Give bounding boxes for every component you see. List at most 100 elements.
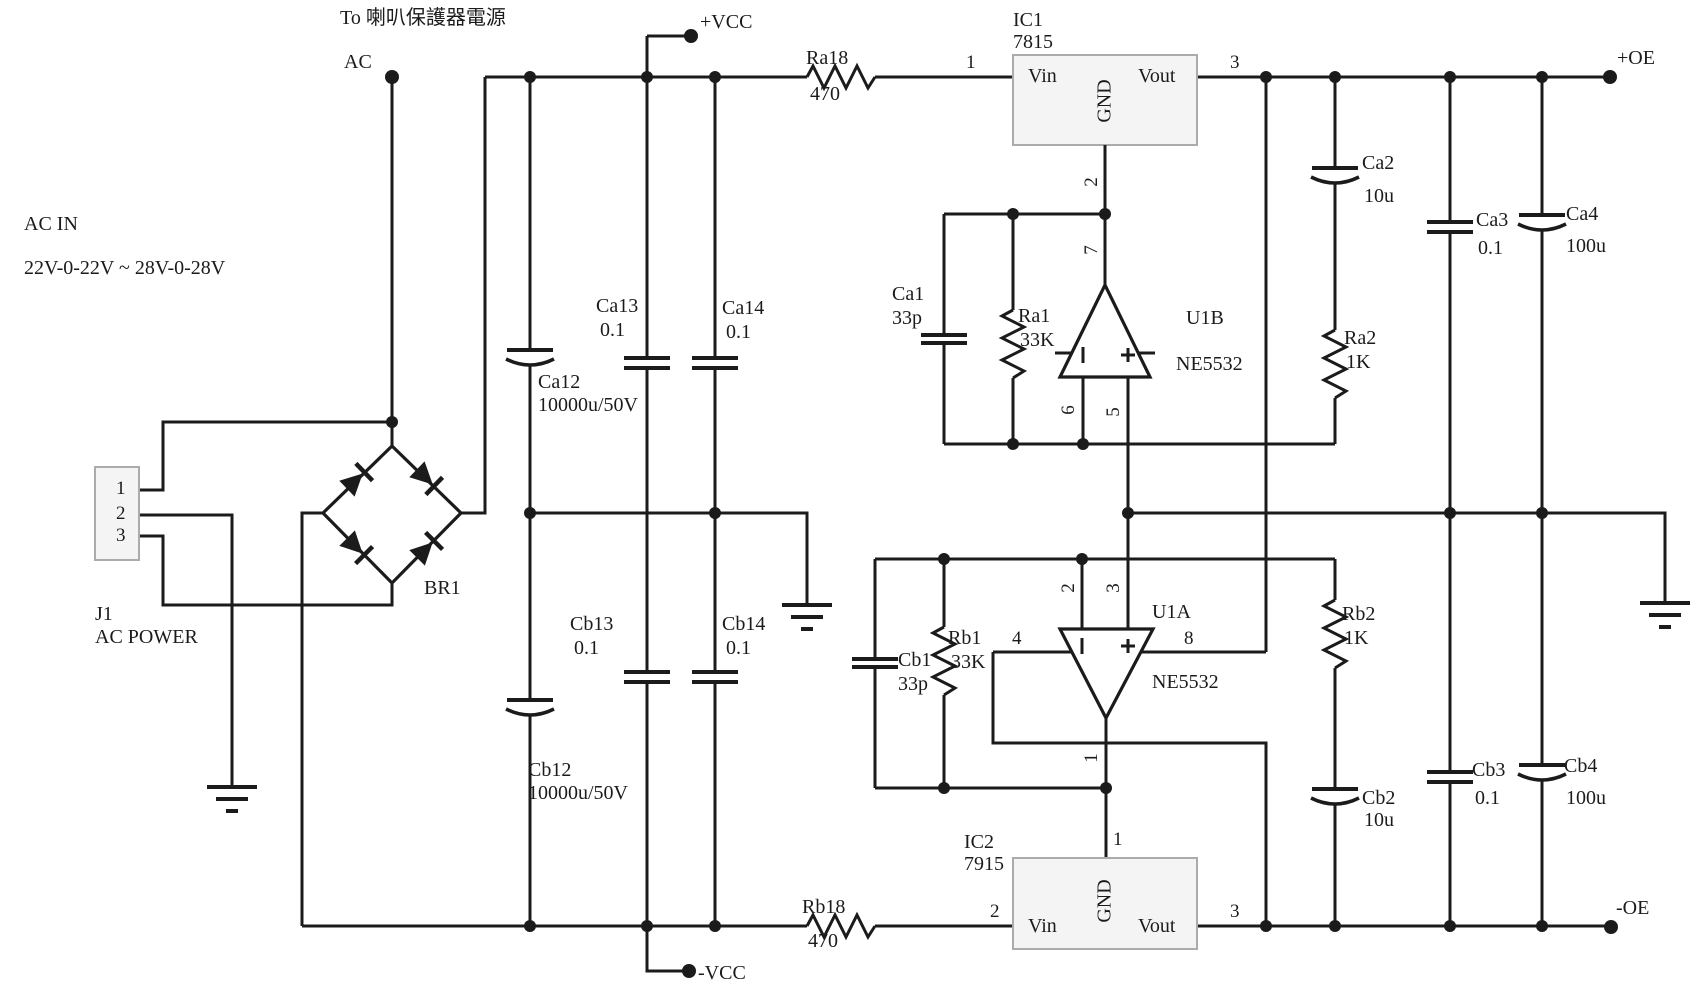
label-u1b-pin6: 6 xyxy=(1058,405,1080,415)
label-u1b-pin7: 7 xyxy=(1081,245,1103,255)
label-rb2-ref: Rb2 xyxy=(1342,603,1376,625)
label-ra1-ref: Ra1 xyxy=(1018,305,1051,327)
label-cb2-val: 10u xyxy=(1364,809,1394,831)
label-ic1-part: 7815 xyxy=(1013,31,1053,53)
label-u1a-pin8: 8 xyxy=(1184,628,1194,649)
label-ca2-val: 10u xyxy=(1364,185,1394,207)
terminal-dots xyxy=(385,29,1618,978)
wire-vcc-stub xyxy=(645,34,685,77)
label-u1b-pin5: 5 xyxy=(1103,407,1125,417)
ground-symbol-left xyxy=(207,785,257,813)
label-ra1-val: 33K xyxy=(1020,329,1055,351)
label-ic2-gnd: GND xyxy=(1093,879,1116,923)
capacitor-ca3 xyxy=(1427,220,1473,234)
ic2-body xyxy=(1012,857,1198,950)
label-rb1-ref: Rb1 xyxy=(948,627,982,649)
label-ra2-val: 1K xyxy=(1346,351,1371,373)
label-oe-pos: +OE xyxy=(1617,47,1655,69)
label-u1b-part: NE5532 xyxy=(1176,353,1243,375)
wire-j1-pin1 xyxy=(139,420,392,492)
capacitor-cb2-curve xyxy=(1310,796,1360,806)
j1-body xyxy=(94,466,140,561)
opamp-u1b xyxy=(1055,214,1155,629)
label-ic2-vin: Vin xyxy=(1028,915,1057,937)
label-cb3-ref: Cb3 xyxy=(1472,759,1506,781)
wire-opamp-ground xyxy=(1128,511,1667,603)
label-ca3-ref: Ca3 xyxy=(1476,209,1509,231)
resistor-rb1 xyxy=(929,559,959,788)
wire-bridge-neg xyxy=(300,511,323,926)
ground-symbol-mid xyxy=(782,603,832,631)
label-ca1-val: 33p xyxy=(892,307,922,329)
junction-dots xyxy=(386,71,1548,932)
label-ic1-vout: Vout xyxy=(1138,65,1176,87)
u1b-plus-sign xyxy=(1121,348,1135,362)
label-vcc-pos: +VCC xyxy=(700,11,753,33)
opamp-u1a xyxy=(991,77,1268,926)
label-u1a-pin2: 2 xyxy=(1058,583,1080,593)
capacitor-ca1 xyxy=(921,333,967,345)
label-j1-name: AC POWER xyxy=(95,626,198,648)
label-ic2-vout: Vout xyxy=(1138,915,1176,937)
label-u1a-pin4: 4 xyxy=(1012,628,1022,649)
label-rb1-val: 33K xyxy=(951,651,986,673)
diode-upper-right xyxy=(409,461,445,497)
label-ca2-ref: Ca2 xyxy=(1362,152,1395,174)
label-ic1-ref: IC1 xyxy=(1013,9,1043,31)
label-ic2-pin3: 3 xyxy=(1230,901,1240,922)
label-vcc-neg: -VCC xyxy=(698,962,746,984)
ground-symbol-right xyxy=(1640,601,1690,629)
label-cb12-ref: Cb12 xyxy=(528,759,572,781)
label-ic2-part: 7915 xyxy=(964,853,1004,875)
label-ac-in: AC IN xyxy=(24,213,78,235)
label-u1b-ref: U1B xyxy=(1186,307,1224,329)
label-cb13-val: 0.1 xyxy=(574,637,599,659)
label-ca14-val: 0.1 xyxy=(726,321,751,343)
label-u1a-pin1: 1 xyxy=(1081,753,1103,763)
label-ra2-ref: Ra2 xyxy=(1344,327,1377,349)
capacitor-ca2-curve xyxy=(1310,175,1360,185)
label-ra18-ref: Ra18 xyxy=(806,47,849,69)
label-ca14-ref: Ca14 xyxy=(722,297,765,319)
resistor-ra1 xyxy=(998,214,1028,444)
capacitor-ca14 xyxy=(692,356,738,370)
label-ca3-val: 0.1 xyxy=(1478,237,1503,259)
wire-ca2-ra2 xyxy=(1320,77,1350,444)
capacitor-ca4-curve xyxy=(1517,222,1567,232)
label-oe-neg: -OE xyxy=(1616,897,1650,919)
label-cb3-val: 0.1 xyxy=(1475,787,1500,809)
label-cb14-val: 0.1 xyxy=(726,637,751,659)
resistor-ra18 xyxy=(805,62,877,92)
label-cb13-ref: Cb13 xyxy=(570,613,614,635)
terminal-oe-neg xyxy=(1604,920,1618,934)
capacitor-cb1 xyxy=(852,657,898,669)
label-ca4-val: 100u xyxy=(1566,235,1606,257)
label-ca13-ref: Ca13 xyxy=(596,295,639,317)
label-ic1-gnd: GND xyxy=(1093,79,1116,123)
label-cb1-ref: Cb1 xyxy=(898,649,932,671)
wire-nvcc-stub xyxy=(645,926,683,973)
label-ic2-pin1: 1 xyxy=(1113,829,1123,850)
label-ic2-pin2: 2 xyxy=(990,901,1000,922)
capacitor-cb12-curve xyxy=(505,707,555,717)
label-ca12-val: 10000u/50V xyxy=(538,394,638,416)
u1a-plus-sign xyxy=(1121,639,1135,653)
label-ic1-pin3: 3 xyxy=(1230,52,1240,73)
title-note: To 喇叭保護器電源 xyxy=(340,7,506,29)
label-br1-ref: BR1 xyxy=(424,577,461,599)
bridge-rectifier xyxy=(320,443,464,586)
label-u1a-pin3: 3 xyxy=(1103,583,1125,593)
capacitor-cb4-curve xyxy=(1517,772,1567,782)
label-u1a-part: NE5532 xyxy=(1152,671,1219,693)
terminal-vcc-neg xyxy=(682,964,696,978)
label-rb2-val: 1K xyxy=(1344,627,1369,649)
label-ra18-val: 470 xyxy=(810,83,840,105)
wire-mid-ground xyxy=(530,511,809,605)
terminal-vcc-pos xyxy=(684,29,698,43)
label-ic2-ref: IC2 xyxy=(964,831,994,853)
wire-layer xyxy=(94,34,1690,973)
label-cb4-ref: Cb4 xyxy=(1564,755,1598,777)
capacitor-cb3 xyxy=(1427,770,1473,784)
label-ac-range: 22V-0-22V ~ 28V-0-28V xyxy=(24,257,226,279)
